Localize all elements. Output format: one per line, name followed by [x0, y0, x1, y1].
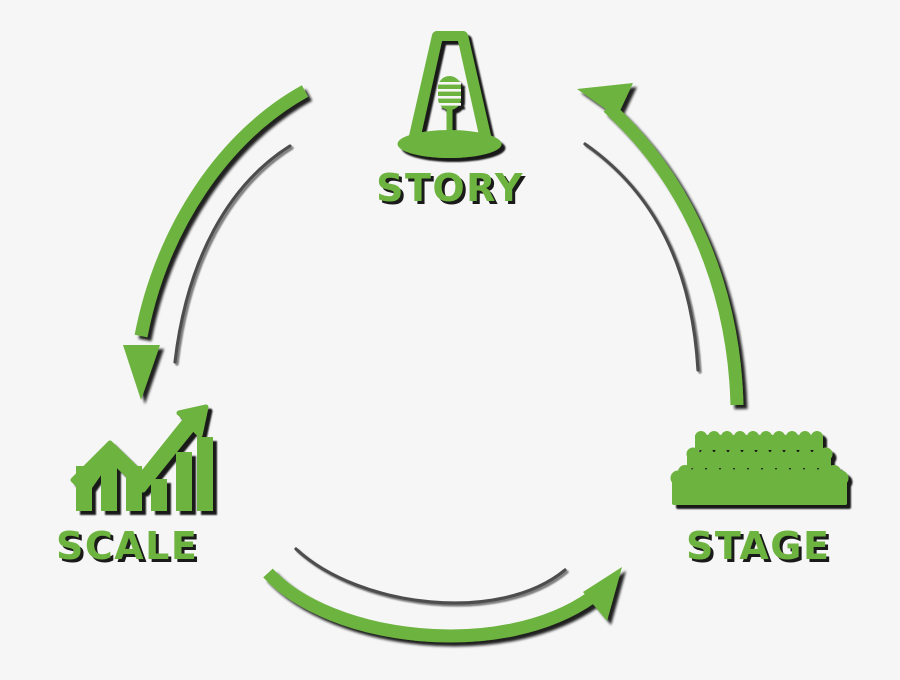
- arrow-scale-to-stage: [263, 567, 622, 643]
- arc-scale-to-stage: [294, 547, 567, 605]
- node-label-scale: SCALE: [56, 524, 199, 568]
- seat-row-back: [695, 431, 823, 450]
- arrow-stage-to-story: [577, 83, 744, 406]
- seat-row-third: [686, 447, 833, 468]
- arrow-story-to-scale: [123, 85, 309, 400]
- node-label-story: STORY: [376, 166, 524, 210]
- spotlight-microphone-icon: [397, 30, 502, 158]
- tiered-audience-seating-icon: [670, 431, 849, 505]
- seat-row-front: [670, 470, 849, 505]
- node-label-stage: STAGE: [686, 524, 831, 568]
- arc-stage-to-story: [583, 142, 700, 372]
- arc-story-to-scale: [173, 144, 292, 364]
- growth-bar-chart-arrow-icon: [70, 404, 213, 511]
